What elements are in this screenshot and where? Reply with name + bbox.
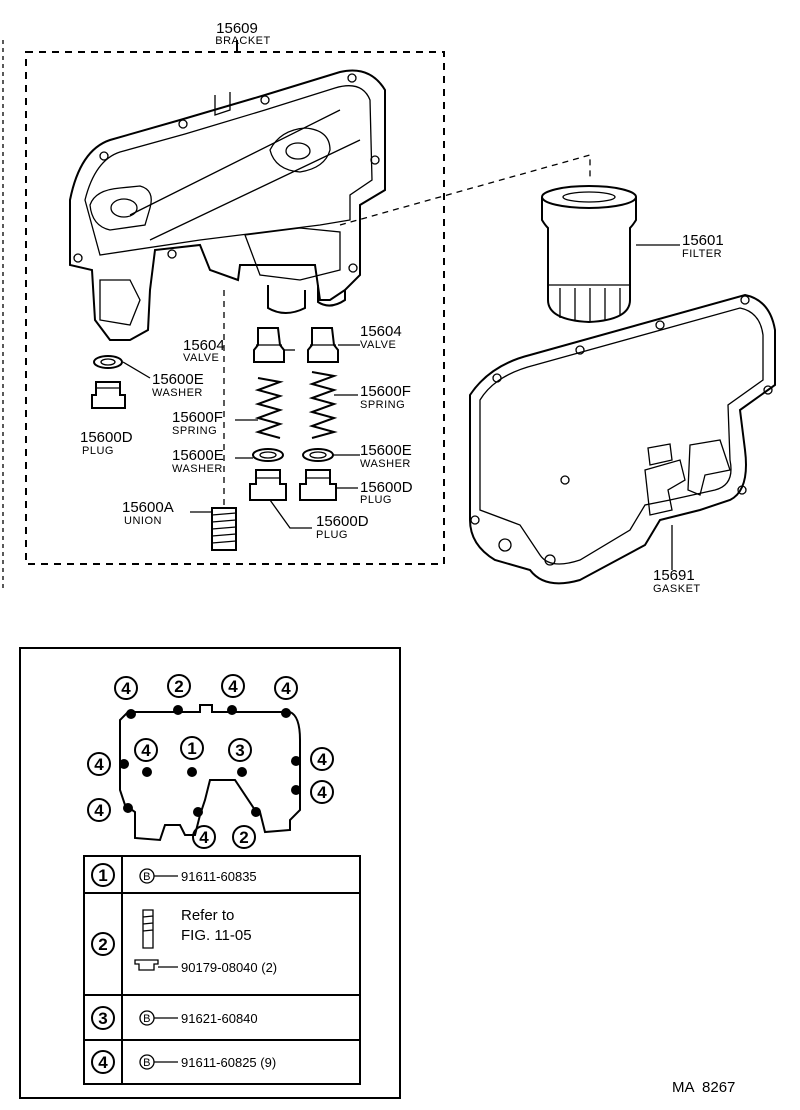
spring-left-number: 15600F (172, 409, 223, 426)
gasket-drawing (469, 293, 776, 585)
callout-circles (87, 674, 334, 849)
washer-mid-left-number: 15600E (172, 447, 224, 464)
callout-label: 2 (239, 828, 248, 847)
callout-label: 4 (199, 828, 209, 847)
bracket-number: 15609 (216, 20, 258, 37)
legend-part-2: 90179-08040 (2) (181, 960, 277, 975)
union-number: 15600A (122, 499, 174, 516)
callout-label: 4 (94, 801, 104, 820)
plug-right-number: 15600D (360, 479, 413, 496)
callout-label: 4 (281, 679, 291, 698)
figure-code: MA 8267 (672, 1079, 735, 1096)
callout-label: 4 (317, 750, 327, 769)
bolt-map-frame (19, 647, 401, 1099)
valve-right-name: VALVE (360, 339, 396, 351)
springs-drawing (235, 371, 358, 439)
spring-right-number: 15600F (360, 383, 411, 400)
washer-top-number: 15600E (152, 371, 204, 388)
callout-label: 4 (228, 677, 238, 696)
callout-label: 3 (235, 741, 244, 760)
legend-key-2: 2 (98, 935, 107, 954)
legend-refer-line2: FIG. 11-05 (181, 927, 252, 944)
callout-label: 4 (317, 783, 327, 802)
legend-symbol-3: B (143, 1013, 151, 1025)
valve-left-number: 15604 (183, 337, 225, 354)
legend-part-1: 91611-60835 (181, 869, 257, 884)
union-drawing (190, 507, 237, 551)
bracket-enclosure (25, 51, 445, 565)
washer-mid-right-number: 15600E (360, 442, 412, 459)
valves-drawing (253, 327, 360, 363)
bracket-drawing (69, 69, 386, 341)
callout-label: 4 (94, 755, 104, 774)
legend-part-3: 91621-60840 (181, 1011, 258, 1026)
washer-mid-left-name: WASHER (172, 463, 223, 475)
plug-left-number: 15600D (80, 429, 133, 446)
oil-filter-drawing (541, 185, 680, 324)
legend-refer-line1: Refer to (181, 907, 234, 924)
bolt-map-plate (119, 704, 301, 842)
legend-part-4: 91611-60825 (9) (181, 1055, 276, 1070)
bracket-name: BRACKET (215, 35, 270, 47)
gasket-number: 15691 (653, 567, 695, 584)
legend-key-4: 4 (98, 1053, 108, 1072)
plug-right-name: PLUG (360, 494, 392, 506)
gasket-name: GASKET (653, 583, 701, 595)
valve-right-number: 15604 (360, 323, 402, 340)
legend-key-1: 1 (98, 866, 107, 885)
plugs-bottom-drawing (249, 469, 358, 529)
callout-label: 4 (141, 741, 151, 760)
washer-mid-right-name: WASHER (360, 458, 411, 470)
legend-key-3: 3 (98, 1009, 107, 1028)
centerline-filter (339, 154, 591, 226)
legend-symbol-4: B (143, 1057, 151, 1069)
legend-table (83, 855, 361, 1085)
valve-left-name: VALVE (183, 352, 219, 364)
spring-right-name: SPRING (360, 399, 405, 411)
legend-symbol-1: B (143, 871, 151, 883)
callout-label: 1 (187, 739, 196, 758)
spring-left-name: SPRING (172, 425, 217, 437)
filter-name: FILTER (682, 248, 722, 260)
callout-label: 4 (121, 679, 131, 698)
plug-left-name: PLUG (82, 445, 114, 457)
callout-label: 2 (174, 677, 183, 696)
filter-number: 15601 (682, 232, 724, 249)
washers-mid-drawing (235, 448, 360, 462)
washer-top-name: WASHER (152, 387, 203, 399)
union-name: UNION (124, 515, 162, 527)
washer-plug-left-drawing (91, 355, 151, 409)
plug-bottom-name: PLUG (316, 529, 348, 541)
plug-bottom-number: 15600D (316, 513, 369, 530)
